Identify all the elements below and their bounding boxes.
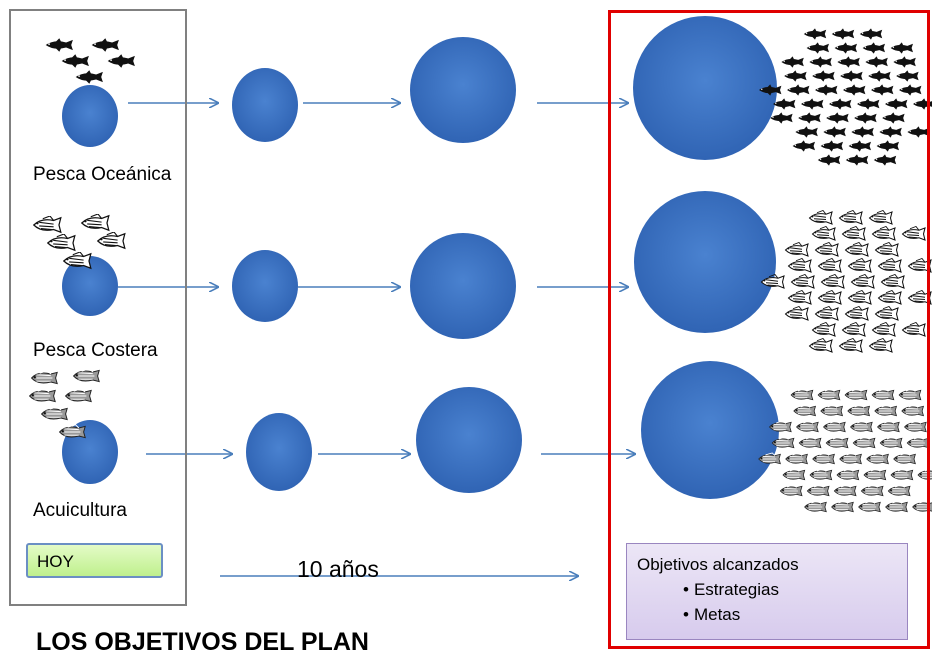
objectives-item: Metas bbox=[683, 602, 897, 627]
row-label-coastal: Pesca Costera bbox=[33, 340, 158, 361]
circle-ocean-today bbox=[62, 85, 118, 147]
circle-coastal-stage-1 bbox=[232, 250, 298, 322]
row-ocean bbox=[45, 16, 932, 166]
circle-aqua-goal bbox=[641, 361, 779, 499]
objectives-box: Objetivos alcanzados Estrategias Metas bbox=[626, 543, 908, 640]
timeline-label: 10 años bbox=[297, 556, 379, 582]
current-state-frame bbox=[9, 9, 187, 606]
circle-coastal-goal bbox=[634, 191, 776, 333]
goal-state-frame bbox=[608, 10, 930, 649]
circle-coastal-today bbox=[62, 256, 118, 316]
row-coastal bbox=[33, 191, 932, 353]
objectives-list: Estrategias Metas bbox=[637, 577, 897, 627]
row-label-ocean: Pesca Oceánica bbox=[33, 164, 172, 185]
circle-ocean-goal bbox=[633, 16, 777, 160]
objectives-item: Estrategias bbox=[683, 577, 897, 602]
circle-aqua-stage-2 bbox=[416, 387, 522, 493]
circle-aqua-stage-1 bbox=[246, 413, 312, 491]
circle-ocean-stage-1 bbox=[232, 68, 298, 142]
row-label-aquaculture: Acuicultura bbox=[33, 500, 127, 521]
circle-ocean-stage-2 bbox=[410, 37, 516, 143]
today-badge: HOY bbox=[26, 543, 163, 578]
circle-coastal-stage-2 bbox=[410, 233, 516, 339]
row-aquaculture bbox=[29, 361, 932, 513]
page-title: LOS OBJETIVOS DEL PLAN bbox=[36, 628, 369, 656]
objectives-title: Objetivos alcanzados bbox=[637, 555, 799, 574]
